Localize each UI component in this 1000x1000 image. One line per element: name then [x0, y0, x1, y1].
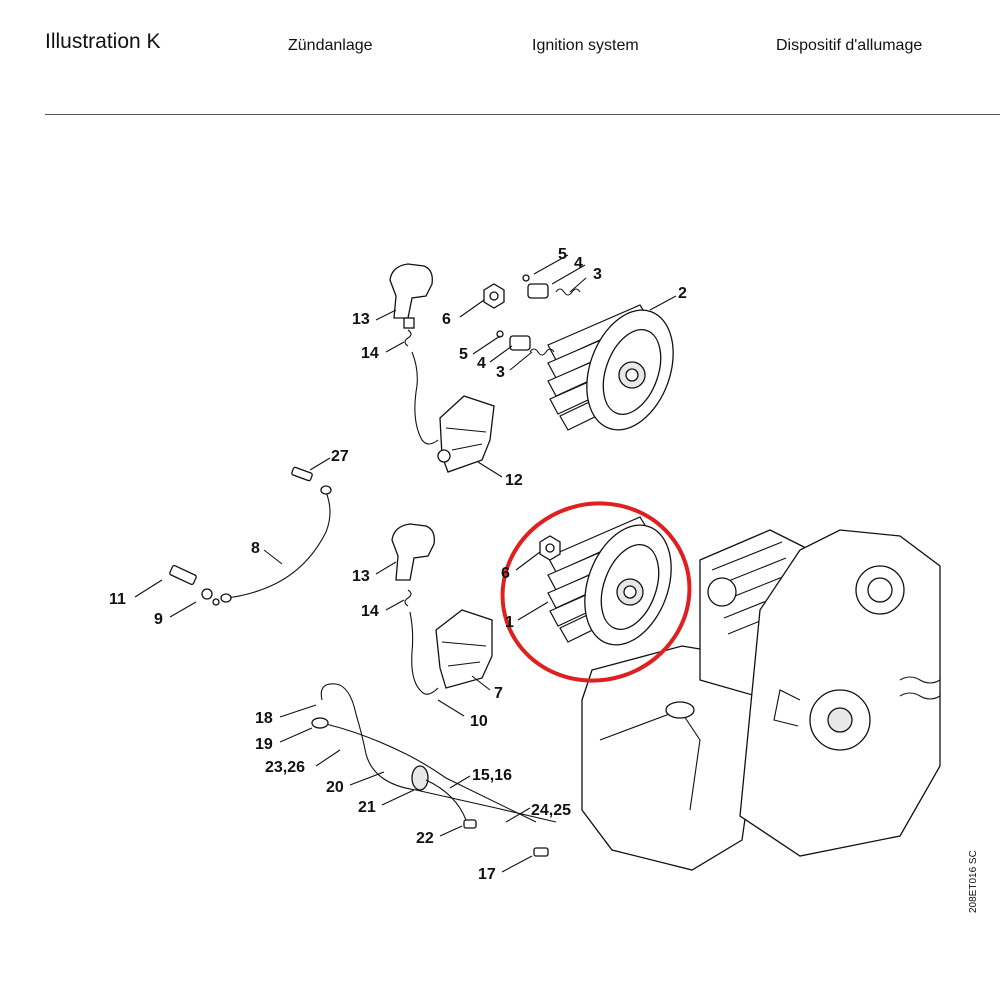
callout-17: 17 — [478, 866, 496, 883]
title-french: Dispositif d'allumage — [776, 37, 923, 54]
callout-4: 4 — [477, 355, 486, 372]
engine-crankcase — [581, 529, 941, 871]
callout-14: 14 — [361, 603, 379, 620]
callout-6: 6 — [501, 565, 510, 582]
ignition-module-upper — [389, 263, 495, 473]
callout-5: 5 — [558, 246, 567, 263]
callout-12: 12 — [505, 472, 523, 489]
pawl-assembly-upper — [522, 274, 581, 299]
callout-5: 5 — [459, 346, 468, 363]
callout-18: 18 — [255, 710, 273, 727]
flywheel-lower — [547, 516, 672, 646]
callout-9: 9 — [154, 611, 163, 628]
callout-19: 19 — [255, 736, 273, 753]
drawing-code: 208ET016 SC — [968, 850, 979, 913]
ignition-module-lower — [391, 523, 493, 695]
callout-10: 10 — [470, 713, 488, 730]
callout-7: 7 — [494, 685, 503, 702]
callout-8: 8 — [251, 540, 260, 557]
callout-13: 13 — [352, 568, 370, 585]
flywheel-upper — [547, 304, 674, 431]
callout-22: 22 — [416, 830, 434, 847]
callout-1: 1 — [505, 614, 514, 631]
callout-21: 21 — [358, 799, 376, 816]
callout-6: 6 — [442, 311, 451, 328]
page-title: Illustration K — [45, 30, 161, 53]
callout-11: 11 — [109, 591, 126, 608]
pawl-assembly-lower — [496, 330, 555, 356]
header-divider — [45, 114, 1000, 115]
callout-27: 27 — [331, 448, 349, 465]
callout-3: 3 — [496, 364, 505, 381]
callout-3: 3 — [593, 266, 602, 283]
callout-20: 20 — [326, 779, 344, 796]
callout-15-16: 15,16 — [472, 767, 512, 784]
callout-2: 2 — [678, 285, 687, 302]
callout-24-25: 24,25 — [531, 802, 571, 819]
title-english: Ignition system — [532, 37, 639, 54]
callout-23-26: 23,26 — [265, 759, 305, 776]
title-german: Zündanlage — [288, 37, 373, 54]
highlight-circle — [500, 501, 692, 683]
callout-labels: 2 5 4 3 6 13 14 5 4 3 12 27 8 11 9 13 14… — [109, 246, 687, 883]
short-circuit-wire — [169, 466, 332, 606]
wiring-harness — [311, 683, 557, 857]
callout-14: 14 — [361, 345, 379, 362]
callout-13: 13 — [352, 311, 370, 328]
leader-lines — [134, 254, 677, 873]
callout-4: 4 — [574, 255, 583, 272]
